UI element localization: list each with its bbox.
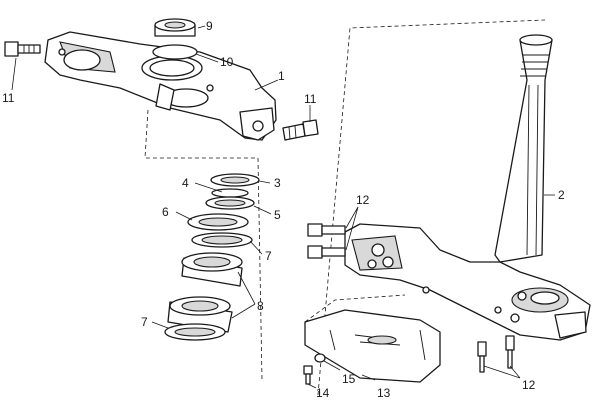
- lower-triple-clamp: [344, 223, 591, 341]
- callout-11-right: 11: [304, 92, 317, 106]
- assembly-dashed-line-lower: [304, 294, 406, 323]
- leader-lines: [11, 25, 555, 389]
- bolt-left: [4, 41, 41, 57]
- clamp-bolt-vertical-right: [505, 335, 515, 369]
- bolt-right: [282, 119, 319, 141]
- clamp-bolt-vertical-left: [477, 341, 487, 373]
- callout-14: 14: [316, 386, 330, 400]
- callout-7-upper: 7: [265, 249, 272, 263]
- steering-stem: [494, 34, 553, 263]
- callout-8: 8: [257, 299, 264, 313]
- clamp-bolt-upper: [307, 223, 346, 237]
- callout-11-left: 11: [2, 91, 15, 105]
- bearing-stack: [164, 173, 260, 341]
- callout-1: 1: [278, 69, 285, 83]
- callout-2: 2: [558, 188, 565, 202]
- small-washer: [314, 353, 326, 363]
- callout-4: 4: [182, 176, 189, 190]
- callout-12-upper: 12: [356, 193, 370, 207]
- callout-12-lower: 12: [522, 378, 536, 392]
- assembly-dashed-line: [144, 19, 546, 396]
- callout-9: 9: [206, 19, 213, 33]
- callout-5: 5: [274, 208, 281, 222]
- callout-15: 15: [342, 372, 356, 386]
- washer: [152, 44, 198, 60]
- callout-6: 6: [162, 205, 169, 219]
- callout-7-lower: 7: [141, 315, 148, 329]
- callout-3: 3: [274, 176, 281, 190]
- clamp-bolt-lower: [307, 245, 346, 259]
- small-screw: [303, 365, 313, 385]
- stem-nut: [154, 18, 196, 37]
- callout-13: 13: [377, 386, 391, 400]
- cover-plate: [304, 309, 441, 383]
- callout-10: 10: [220, 55, 234, 69]
